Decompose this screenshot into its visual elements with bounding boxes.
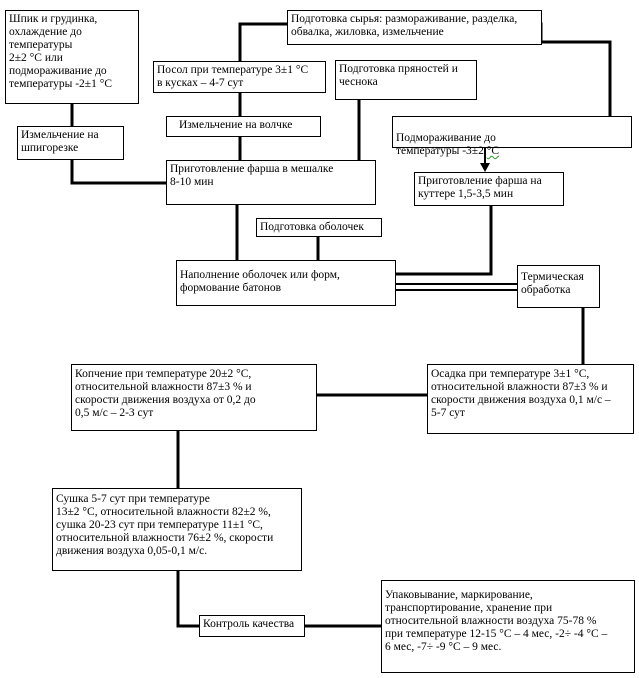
- node-quality-control: Контроль качества: [199, 615, 305, 637]
- node-freezing-unit: °С: [486, 145, 499, 157]
- node-freezing-text: Подмораживание до температуры -3±2: [396, 132, 496, 157]
- node-drying: Сушка 5-7 сут при температуре 13±2 °С, о…: [52, 488, 302, 571]
- node-salting: Посол при температуре 3±1 °С в кусках – …: [153, 61, 326, 93]
- node-thermal: Термическая обработка: [517, 265, 600, 308]
- node-spices: Подготовка пряностей и чеснока: [335, 60, 477, 100]
- node-packing-storage: Упаковывание, маркирование, транспортиро…: [381, 580, 635, 673]
- node-mincer: Измельчение на волчке: [166, 116, 321, 137]
- node-smoking: Копчение при температуре 20±2 °С, относи…: [71, 364, 317, 431]
- node-raw-prep: Подготовка сырья: размораживание, раздел…: [287, 10, 542, 45]
- node-lard-cooling: Шпик и грудинка, охлаждение до температу…: [5, 10, 139, 104]
- edge-drying-to-control: [176, 569, 201, 628]
- node-filling: Наполнение оболочек или форм, формование…: [176, 260, 396, 306]
- node-lard-slicer: Измельчение на шпигорезке: [17, 126, 124, 160]
- edge-slicer-to-mixer: [70, 158, 168, 185]
- edge-cutter-to-filling: [394, 204, 493, 276]
- edge-prep-to-freeze: [539, 22, 612, 119]
- node-settling: Осадка при температуре 3±1 °С, относител…: [427, 364, 634, 434]
- node-freezing: Подмораживание до температуры -3±2 °С: [392, 116, 632, 157]
- edge-prep-to-posol: [238, 22, 290, 66]
- node-cutter: Приготовление фарша на куттере 1,5-3,5 м…: [414, 172, 564, 206]
- node-mixer: Приготовление фарша в мешалке 8-10 мин: [166, 160, 376, 205]
- node-casings: Подготовка оболочек: [256, 218, 382, 237]
- arrowhead-icon: [480, 163, 490, 172]
